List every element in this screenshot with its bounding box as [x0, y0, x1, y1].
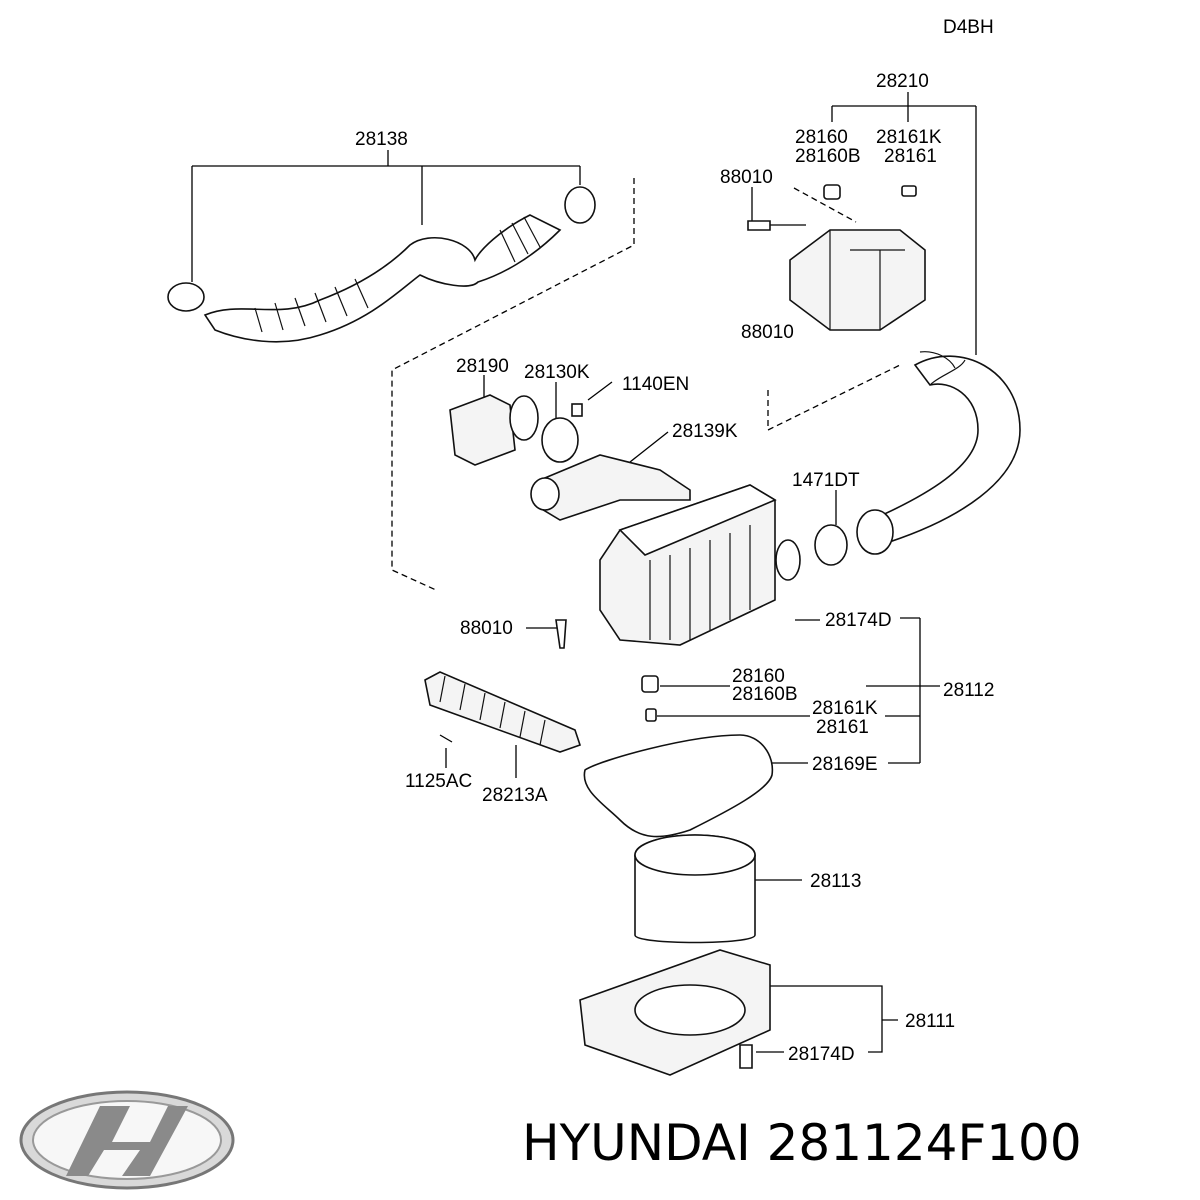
filter-element-28113 [634, 834, 756, 944]
leader-lines [191, 92, 977, 1053]
intake-hose-28138 [167, 186, 596, 343]
label-28213a: 28213A [482, 785, 548, 806]
air-cleaner-body-28112 [555, 484, 801, 722]
label-28139k: 28139K [672, 421, 738, 442]
label-28113: 28113 [810, 871, 861, 892]
label-28111: 28111 [905, 1011, 955, 1032]
guide-28213a [424, 671, 582, 753]
label-28130k: 28130K [524, 362, 590, 383]
label-28161-mid: 28161 [816, 717, 869, 738]
part-number-labels: D4BH 28210 28138 28160 28160B 28161K 281… [355, 17, 994, 1065]
label-1125ac: 1125AC [405, 771, 472, 792]
brand-part-caption: HYUNDAI 281124F100 [522, 1114, 1082, 1172]
label-28138: 28138 [355, 129, 408, 150]
label-28169e: 28169E [812, 754, 878, 775]
air-duct-hose [814, 351, 1021, 566]
gasket-28169e [583, 734, 774, 838]
engine-code-label: D4BH [943, 17, 994, 38]
label-28174d-b: 28174D [788, 1044, 855, 1065]
label-28160b-top: 28160B [795, 146, 861, 167]
hyundai-logo [19, 1090, 235, 1190]
label-1140en: 1140EN [622, 374, 689, 395]
label-28161k-mid: 28161K [812, 698, 878, 719]
label-28160-mid: 28160 [732, 666, 785, 687]
label-28174d-a: 28174D [825, 610, 892, 631]
label-88010-b: 88010 [741, 322, 794, 343]
label-88010-a: 88010 [720, 167, 773, 188]
label-28160-top: 28160 [795, 127, 848, 148]
label-88010-c: 88010 [460, 618, 513, 639]
label-28161-top: 28161 [884, 146, 937, 167]
label-28210: 28210 [876, 71, 929, 92]
label-28161k-top: 28161K [876, 127, 942, 148]
label-28112: 28112 [943, 680, 994, 701]
label-1471dt: 1471DT [792, 470, 860, 491]
resonator-28210 [747, 184, 926, 331]
label-28190: 28190 [456, 356, 509, 377]
label-28160b-mid: 28160B [732, 684, 798, 705]
sensor-assembly [449, 394, 691, 521]
lower-cover-28111 [579, 949, 771, 1076]
